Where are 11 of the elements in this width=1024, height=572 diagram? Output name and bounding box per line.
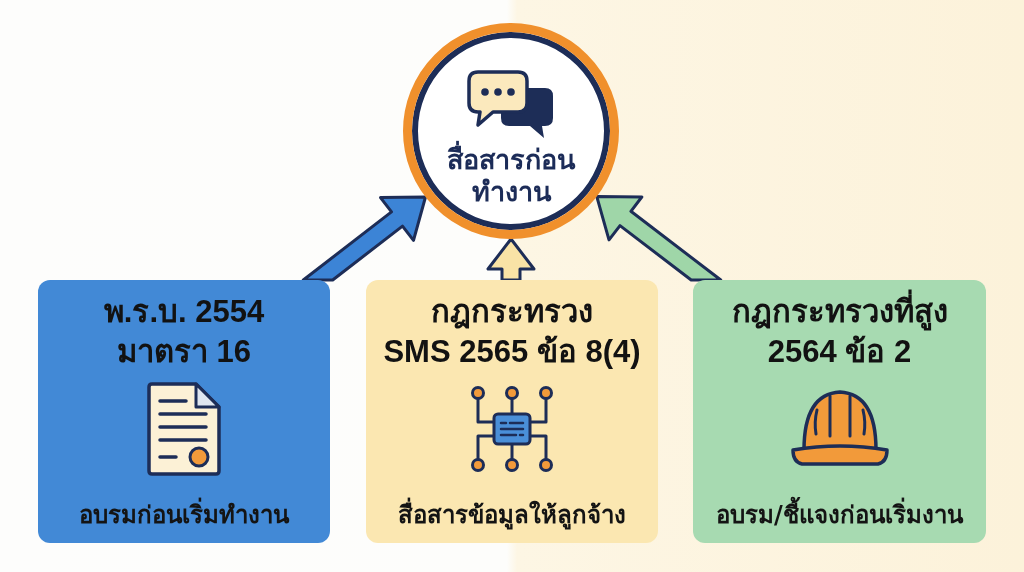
info-card bbox=[38, 280, 330, 543]
block-arrow bbox=[595, 195, 723, 282]
heading-text: กฎกระทรวง SMS 2565 ข้อ 8(4) bbox=[382, 293, 642, 371]
heading-text: พ.ร.บ. 2554 มาตรา 16 bbox=[102, 293, 266, 371]
caption-text: อบรมก่อนเริ่มทำงาน bbox=[42, 498, 326, 532]
block-arrow bbox=[301, 195, 427, 282]
caption-text: อบรม/ชี้แจงก่อนเริ่มงาน bbox=[697, 498, 982, 532]
info-card bbox=[366, 280, 658, 543]
info-card bbox=[693, 280, 986, 543]
block-arrow bbox=[486, 237, 536, 282]
caption-text: สื่อสารข้อมูลให้ลูกจ้าง bbox=[370, 498, 654, 532]
